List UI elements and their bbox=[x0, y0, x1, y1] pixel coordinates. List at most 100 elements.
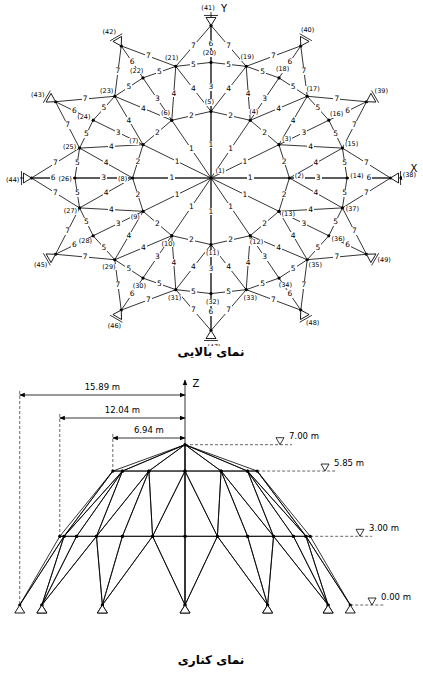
joint-number: (18) bbox=[275, 66, 290, 73]
member-group-number: 5 bbox=[190, 61, 197, 69]
level-text: 3.00 m bbox=[368, 524, 400, 533]
dimension-line bbox=[60, 418, 185, 419]
member-line bbox=[96, 536, 102, 605]
member-group-number: 5 bbox=[341, 189, 348, 197]
member-group-number: 5 bbox=[225, 61, 232, 69]
joint-number: (49) bbox=[377, 257, 392, 264]
member-group-number: 7 bbox=[225, 42, 232, 50]
member-group-number: 2 bbox=[227, 112, 234, 120]
z-axis bbox=[185, 380, 186, 613]
joint-number: (25) bbox=[62, 144, 77, 151]
member-group-number: 7 bbox=[301, 281, 308, 289]
member-line bbox=[217, 536, 267, 605]
member-line bbox=[77, 471, 123, 536]
joint-number: (32) bbox=[205, 299, 220, 306]
member-group-number: 4 bbox=[170, 259, 177, 267]
member-line bbox=[64, 536, 77, 537]
member-line bbox=[185, 445, 186, 471]
member-group-number: 4 bbox=[307, 206, 314, 214]
dimension-extension bbox=[59, 414, 60, 536]
joint-dot bbox=[272, 535, 275, 538]
joint-dot bbox=[95, 535, 98, 538]
level-marker bbox=[368, 598, 376, 605]
member-group-number: 2 bbox=[134, 158, 141, 166]
joint-dot bbox=[174, 288, 177, 291]
joint-dot bbox=[249, 119, 252, 122]
member-line bbox=[342, 178, 390, 208]
member-line bbox=[257, 471, 306, 536]
joint-number: (9) bbox=[130, 214, 141, 221]
member-line bbox=[306, 536, 350, 605]
member-line bbox=[248, 471, 294, 536]
level-marker bbox=[321, 464, 329, 471]
member-line bbox=[60, 471, 113, 536]
member-line bbox=[172, 236, 211, 245]
member-group-number: 5 bbox=[156, 68, 163, 76]
member-line bbox=[329, 120, 343, 148]
member-line bbox=[289, 178, 342, 208]
member-line bbox=[211, 66, 246, 111]
member-group-number: 1 bbox=[174, 191, 181, 199]
member-group-number: 2 bbox=[227, 236, 234, 244]
joint-number: (5) bbox=[204, 99, 215, 106]
member-group-number: 7 bbox=[225, 306, 232, 314]
support-symbol bbox=[97, 605, 107, 613]
level-marker bbox=[276, 438, 284, 445]
joint-number: (48) bbox=[305, 320, 320, 327]
axis-label: Z bbox=[192, 379, 201, 389]
member-group-number: 5 bbox=[225, 288, 232, 296]
joint-number: (2) bbox=[294, 173, 305, 180]
member-line bbox=[279, 46, 301, 78]
member-line bbox=[149, 471, 153, 536]
member-line bbox=[113, 445, 185, 471]
support-symbol bbox=[367, 93, 376, 102]
joint-dot bbox=[151, 535, 154, 538]
joint-number: (28) bbox=[78, 238, 93, 245]
member-group-number: 1 bbox=[247, 174, 254, 182]
member-line bbox=[306, 536, 328, 605]
member-line bbox=[221, 471, 273, 536]
member-line bbox=[342, 102, 366, 148]
level-text: 7.00 m bbox=[288, 432, 320, 441]
member-line bbox=[42, 536, 97, 605]
member-line bbox=[133, 145, 144, 178]
member-group-number: 6 bbox=[344, 107, 351, 115]
joint-number: (22) bbox=[129, 68, 144, 75]
member-line bbox=[185, 471, 221, 472]
support-ground bbox=[300, 34, 312, 41]
joint-number: (15) bbox=[344, 141, 359, 148]
member-line bbox=[20, 536, 60, 605]
support-symbol bbox=[391, 173, 399, 183]
member-group-number: 6 bbox=[208, 40, 215, 48]
member-group-number: 2 bbox=[261, 129, 268, 137]
joint-dot bbox=[183, 469, 186, 472]
member-group-number: 4 bbox=[275, 244, 282, 252]
member-line bbox=[293, 536, 328, 605]
member-line bbox=[221, 471, 247, 472]
member-group-number: 5 bbox=[125, 83, 132, 91]
member-line bbox=[329, 236, 367, 254]
member-line bbox=[115, 236, 172, 260]
level-line bbox=[350, 605, 384, 606]
member-line bbox=[268, 536, 274, 605]
member-line bbox=[185, 536, 186, 605]
member-line bbox=[248, 471, 306, 536]
joint-dot bbox=[183, 469, 186, 472]
support-symbol bbox=[323, 605, 333, 613]
support-symbol bbox=[263, 605, 273, 613]
joint-number: (40) bbox=[300, 27, 315, 34]
joint-number: (26) bbox=[57, 176, 72, 183]
member-line bbox=[221, 471, 247, 472]
joint-dot bbox=[249, 234, 252, 237]
member-group-number: 5 bbox=[83, 130, 90, 138]
dimension-text: 15.89 m bbox=[84, 383, 121, 392]
member-group-number: 7 bbox=[145, 52, 152, 60]
member-group-number: 7 bbox=[145, 296, 152, 304]
support-symbol bbox=[206, 17, 216, 25]
member-line bbox=[217, 471, 221, 536]
member-group-number: 5 bbox=[190, 288, 197, 296]
member-group-number: 7 bbox=[52, 159, 59, 167]
member-line bbox=[42, 536, 64, 605]
joint-number: (17) bbox=[305, 86, 320, 93]
